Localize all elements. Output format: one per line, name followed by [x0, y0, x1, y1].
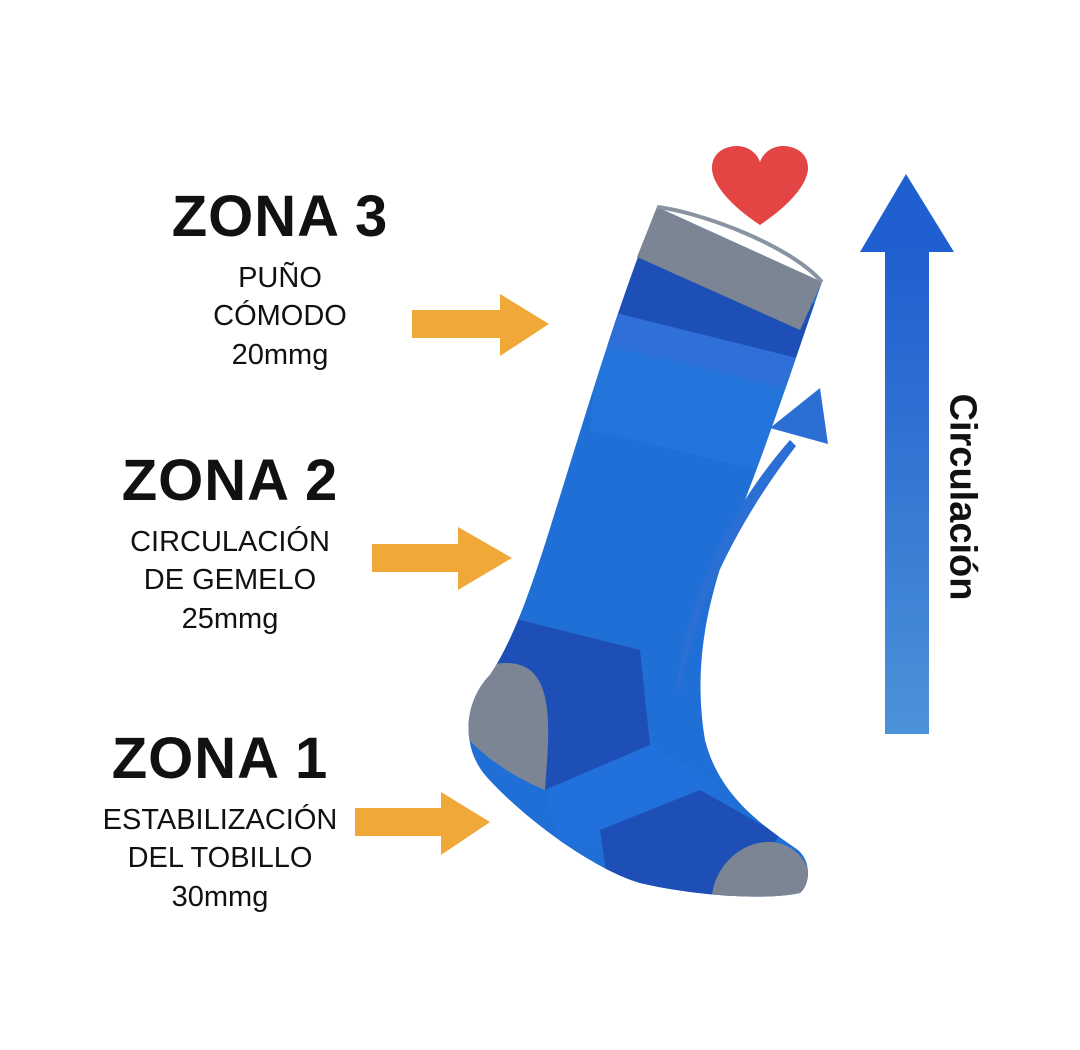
zone1-title: ZONA 1: [111, 726, 329, 791]
zone2-label-group: ZONA 2 CIRCULACIÓN DE GEMELO 25mmg: [90, 452, 370, 635]
zone2-pressure: 25mmg: [181, 602, 279, 635]
zone2-line2: DE GEMELO: [143, 564, 317, 597]
zone1-line1: ESTABILIZACIÓN: [102, 804, 338, 836]
zone1-arrow-icon: [355, 792, 490, 855]
zone1-line2: DEL TOBILLO: [127, 842, 313, 875]
arrow-up-icon: [860, 174, 954, 734]
zone3-label-group: ZONA 3 PUÑO CÓMODO 20mmg: [150, 188, 410, 371]
zone3-line2: CÓMODO: [213, 300, 347, 333]
zone2-line1: CIRCULACIÓN: [130, 526, 330, 558]
zone2-arrow-icon: [372, 527, 512, 590]
circulation-label: Circulación: [941, 393, 984, 601]
zone1-pressure: 30mmg: [171, 880, 269, 913]
zone2-title: ZONA 2: [121, 448, 339, 513]
curved-arrow-icon: [676, 388, 828, 690]
compression-sock-illustration: [468, 205, 824, 897]
zone3-title: ZONA 3: [171, 184, 389, 249]
zone3-line1: PUÑO: [238, 262, 322, 294]
zone3-arrow-icon: [412, 294, 549, 356]
zone1-label-group: ZONA 1 ESTABILIZACIÓN DEL TOBILLO 30mmg: [80, 730, 360, 913]
zone3-pressure: 20mmg: [231, 338, 329, 371]
heart-icon: [712, 146, 808, 225]
